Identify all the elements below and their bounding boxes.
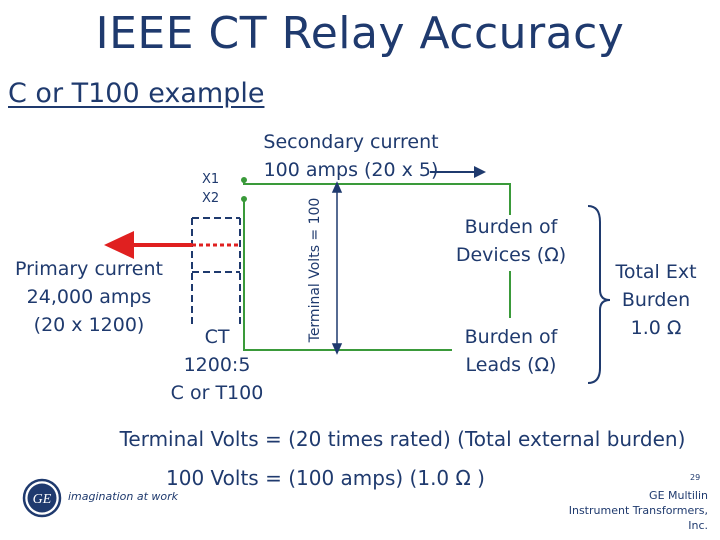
ct-label: CT 1200:5 C or T100 xyxy=(152,323,282,407)
total-burden-brace xyxy=(587,205,611,384)
burden-devices-label: Burden of Devices (Ω) xyxy=(436,213,586,269)
equation-general: Terminal Volts = (20 times rated) (Total… xyxy=(119,427,686,451)
terminal-volts-label: Terminal Volts = 100 xyxy=(307,197,323,343)
company-line1: GE Multilin xyxy=(649,489,708,502)
burden-leads-line2: Leads (Ω) xyxy=(465,354,557,376)
terminal-x2-label: X2 xyxy=(202,191,220,206)
burden-leads-line1: Burden of xyxy=(464,326,558,348)
primary-line2: 24,000 amps xyxy=(26,286,152,308)
total-burden-line2: Burden xyxy=(621,289,691,311)
total-burden-label: Total Ext Burden 1.0 Ω xyxy=(596,258,716,342)
primary-current-label: Primary current 24,000 amps (20 x 1200) xyxy=(0,255,178,339)
burden-devices-line2: Devices (Ω) xyxy=(455,244,567,266)
svg-text:GE: GE xyxy=(33,492,52,507)
subtitle: C or T100 example xyxy=(8,78,265,109)
ct-line2: 1200:5 xyxy=(183,354,251,376)
secondary-current-arrow xyxy=(430,166,486,178)
secondary-current-label: Secondary current 100 amps (20 x 5) xyxy=(246,128,456,184)
company-line2: Instrument Transformers, Inc. xyxy=(568,504,708,532)
ct-core xyxy=(191,217,241,325)
page-title: IEEE CT Relay Accuracy xyxy=(95,8,625,59)
burden-leads-label: Burden of Leads (Ω) xyxy=(436,323,586,379)
burden-devices-box xyxy=(452,215,572,271)
total-burden-line3: 1.0 Ω xyxy=(630,317,682,339)
burden-devices-line1: Burden of xyxy=(464,216,558,238)
primary-line1: Primary current xyxy=(14,258,163,280)
secondary-line1: Secondary current xyxy=(263,131,439,153)
terminal-volts-arrow xyxy=(331,181,343,355)
primary-current-arrow xyxy=(104,231,192,259)
equation-example: 100 Volts = (100 amps) (1.0 Ω ) xyxy=(166,466,485,490)
company-info: GE Multilin Instrument Transformers, Inc… xyxy=(560,488,708,533)
ct-line3: C or T100 xyxy=(170,382,264,404)
ge-logo-icon: GE xyxy=(22,478,62,518)
ct-line1: CT xyxy=(204,326,230,348)
terminal-x1-label: X1 xyxy=(202,172,220,187)
total-burden-line1: Total Ext xyxy=(615,261,697,283)
primary-line3: (20 x 1200) xyxy=(33,314,145,336)
tagline: imagination at work xyxy=(68,490,178,503)
secondary-line2: 100 amps (20 x 5) xyxy=(263,159,439,181)
burden-leads-box xyxy=(452,320,572,378)
page-number: 29 xyxy=(690,473,701,482)
